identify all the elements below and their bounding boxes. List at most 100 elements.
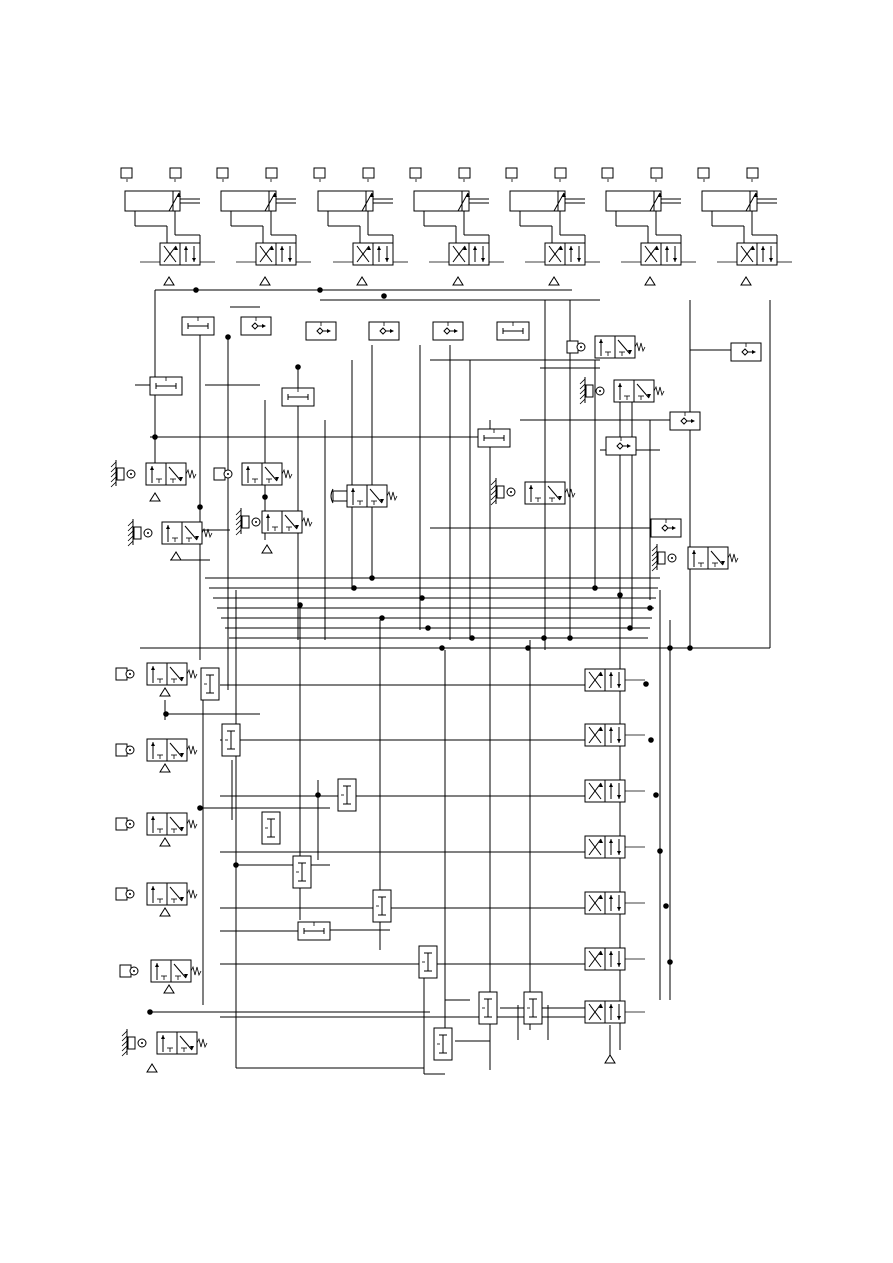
exhaust-triangle-icon: [452, 276, 464, 286]
pilot-element-1: [200, 667, 220, 701]
roller-lever-icon: [490, 478, 516, 506]
junction-dot-icon: [147, 1009, 153, 1015]
logic-elements: [149, 316, 762, 1061]
junction-dot-icon: [541, 635, 547, 641]
cylinder-4: [409, 167, 489, 212]
and-valve-1: [181, 316, 215, 336]
junction-dot-icon: [647, 605, 653, 611]
cylinder-7: [697, 167, 777, 212]
shuttle-valve-3: [368, 321, 400, 341]
junction-dot-icon: [317, 287, 323, 293]
junction-dot-icon: [369, 575, 375, 581]
signal-valve-5: [150, 959, 202, 983]
roller-valve-e: [524, 481, 576, 505]
roller-valve-f: [687, 546, 739, 570]
and-valve-2: [496, 321, 530, 341]
junction-dot-icon: [197, 805, 203, 811]
connection-lines: [134, 211, 792, 1075]
exhaust-triangle-icon: [356, 276, 368, 286]
junction-dot-icon: [379, 615, 385, 621]
roller-lever-icon: [651, 544, 677, 572]
cylinder-3: [313, 167, 393, 212]
junction-dot-icon: [225, 334, 231, 340]
roller-lever-icon: [127, 519, 153, 547]
exhaust-triangle-icon: [159, 837, 171, 847]
top-valve-2: [255, 242, 297, 266]
pushbutton-valve-b: [241, 462, 293, 486]
exhaust-triangle-icon: [159, 907, 171, 917]
junction-dot-icon: [525, 645, 531, 651]
pilot-element-5: [292, 855, 312, 889]
junction-dot-icon: [648, 737, 654, 743]
right-valve-4: [584, 835, 626, 859]
shuttle-valve-5: [669, 411, 701, 431]
signal-valve-1: [146, 662, 198, 686]
roller-valve-d: [261, 510, 313, 534]
roller-lever-icon: [235, 508, 261, 536]
exhaust-triangle-icon: [149, 492, 161, 502]
signal-valve-3: [146, 812, 198, 836]
top-valve-4: [448, 242, 490, 266]
exhaust-triangle-icon: [261, 544, 273, 554]
pushbutton-icon: [115, 743, 135, 757]
shuttle-valve-2: [305, 321, 337, 341]
pushbutton-icon: [115, 667, 135, 681]
plunger-valve: [346, 484, 398, 508]
junction-dot-icon: [197, 504, 203, 510]
right-valve-column: [584, 668, 626, 1064]
and-valve-4: [281, 387, 315, 407]
exhaust-triangle-icon: [163, 276, 175, 286]
and-valve-6: [297, 921, 331, 941]
cylinder-1: [120, 167, 200, 212]
junction-dot-icon: [617, 592, 623, 598]
exhaust-triangle-icon: [259, 276, 271, 286]
pushbutton-valve-a: [594, 335, 646, 359]
pushbutton-icon: [119, 964, 139, 978]
top-valve-3: [352, 242, 394, 266]
junction-dot-icon: [419, 595, 425, 601]
pilot-element-10: [433, 1027, 453, 1061]
pushbutton-icon: [115, 817, 135, 831]
right-valve-6: [584, 947, 626, 971]
junction-dot-icon: [193, 287, 199, 293]
roller-lever-icon: [579, 377, 605, 405]
shuttle-valve-1: [240, 316, 272, 336]
roller-valve-b: [145, 462, 197, 486]
junction-dot-icon: [163, 711, 169, 717]
pilot-element-3: [337, 778, 357, 812]
and-valve-5: [477, 428, 511, 448]
junction-dot-icon: [627, 625, 633, 631]
left-signal-valves: [110, 335, 739, 1073]
pilot-element-4: [261, 811, 281, 845]
shuttle-valve-4: [432, 321, 464, 341]
top-valve-6: [640, 242, 682, 266]
signal-valve-4: [146, 882, 198, 906]
junction-dot-icon: [439, 645, 445, 651]
pilot-element-9: [523, 991, 543, 1025]
junction-dot-icon: [233, 862, 239, 868]
junction-dot-icon: [567, 635, 573, 641]
exhaust-triangle-icon: [146, 1063, 158, 1073]
junction-dot-icon: [315, 792, 321, 798]
cylinder-2: [216, 167, 296, 212]
pushbutton-icon: [213, 467, 233, 481]
right-valve-1: [584, 668, 626, 692]
junction-dot-icon: [687, 645, 693, 651]
exhaust-triangle-icon: [159, 687, 171, 697]
shuttle-valve-6: [605, 436, 637, 456]
roller-valve-g: [156, 1031, 208, 1055]
junction-dot-icon: [667, 645, 673, 651]
top-valve-5: [544, 242, 586, 266]
junction-dot-icon: [657, 848, 663, 854]
top-valve-row: [159, 242, 778, 286]
right-valve-5: [584, 891, 626, 915]
exhaust-triangle-icon: [740, 276, 752, 286]
top-valve-7: [736, 242, 778, 266]
exhaust-triangle-icon: [644, 276, 656, 286]
cylinder-row: [120, 167, 777, 212]
junction-dot-icon: [381, 293, 387, 299]
shuttle-valve-8: [650, 518, 682, 538]
junction-dot-icon: [469, 635, 475, 641]
and-valve-3: [149, 376, 183, 396]
